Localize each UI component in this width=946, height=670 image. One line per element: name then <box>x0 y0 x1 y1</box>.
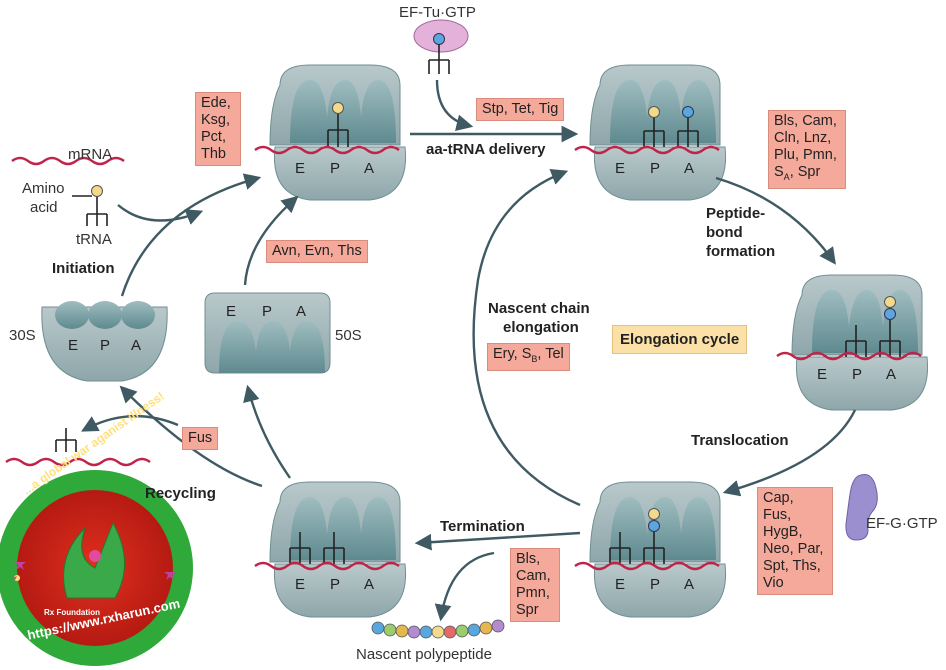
drugs-peptide-bond: Bls, Cam, Cln, Lnz, Plu, Pmn, SA, Spr <box>768 110 846 189</box>
site-p: P <box>650 576 661 593</box>
step-peptide-3: formation <box>706 243 776 260</box>
drugs-initiation: Ede, Ksg, Pct, Thb <box>195 92 241 166</box>
drug-line: Bls, Cam, <box>774 113 837 129</box>
ribosome-translocated <box>589 481 727 618</box>
drug-line: SA, Spr <box>774 164 821 182</box>
drug-line: Thb <box>201 146 226 162</box>
ribosome-peptide-bond <box>791 274 929 411</box>
ef-g-label: EF-G·GTP <box>866 515 938 532</box>
elongation-cycle-label: Elongation cycle <box>612 325 748 354</box>
drug-line: Ksg, <box>201 112 231 128</box>
drug-line: Pct, <box>201 129 226 145</box>
watermark-logo <box>0 470 193 666</box>
ribosome-delivery <box>589 64 727 201</box>
drugs-termination: Bls, Cam, Pmn, Spr <box>510 548 560 622</box>
drugs-delivery: Stp, Tet, Tig <box>476 98 565 121</box>
drug-line: Cln, Lnz, <box>774 130 832 146</box>
step-initiation: Initiation <box>52 260 115 277</box>
site-e: E <box>295 576 306 593</box>
free-trna <box>72 195 108 226</box>
drug-line: Spt, Ths, <box>763 558 821 574</box>
ef-tu-label: EF-Tu·GTP <box>399 4 476 21</box>
amino-acid-ball <box>91 185 103 197</box>
step-aa-trna-delivery: aa-tRNA delivery <box>426 141 546 158</box>
site-e: E <box>615 160 626 177</box>
label-30s: 30S <box>9 327 36 344</box>
cycle-arrows <box>81 79 857 622</box>
drug-line: Bls, <box>516 551 541 567</box>
ribosome-termination <box>269 481 407 618</box>
watermark-org: Rx Foundation <box>44 608 100 617</box>
site-e: E <box>68 337 79 354</box>
site-p: P <box>650 160 661 177</box>
drugs-translocation: Cap, Fus, HygB, Neo, Par, Spt, Ths, Vio <box>757 487 833 595</box>
subunit-30s <box>41 301 168 382</box>
drug-line: Cap, <box>763 490 794 506</box>
site-a: A <box>364 576 375 593</box>
amino-label-1: Amino <box>22 180 65 197</box>
site-e: E <box>295 160 306 177</box>
drugs-recycling: Fus <box>182 427 219 450</box>
drug-line: Ede, <box>201 95 231 111</box>
site-p: P <box>330 576 341 593</box>
site-p: P <box>262 303 273 320</box>
site-e: E <box>817 366 828 383</box>
site-e: E <box>226 303 237 320</box>
released-trna <box>55 428 77 452</box>
step-termination: Termination <box>440 518 525 535</box>
mrna-strands <box>5 145 922 571</box>
step-nascent-2: elongation <box>503 319 579 336</box>
step-nascent-1: Nascent chain <box>488 300 590 317</box>
step-translocation: Translocation <box>691 432 789 449</box>
step-peptide-1: Peptide- <box>706 205 766 222</box>
drug-line: Spr <box>516 602 539 618</box>
site-p: P <box>852 366 863 383</box>
ef-g-shape <box>845 474 878 541</box>
drug-line: Neo, Par, <box>763 541 824 557</box>
drugs-elongation: Ery, SB, Tel <box>487 343 570 371</box>
polypeptide-label: Nascent polypeptide <box>356 646 492 663</box>
site-a: A <box>364 160 375 177</box>
site-a: A <box>684 576 695 593</box>
mrna-label: mRNA <box>68 146 113 163</box>
site-p: P <box>330 160 341 177</box>
drugs-subunit-join: Avn, Evn, Ths <box>266 240 368 263</box>
drug-line: HygB, <box>763 524 803 540</box>
site-a: A <box>131 337 142 354</box>
site-e: E <box>615 576 626 593</box>
site-a: A <box>886 366 897 383</box>
subunit-50s <box>204 292 331 374</box>
step-recycling: Recycling <box>145 485 216 502</box>
drug-line: Plu, Pmn, <box>774 147 837 163</box>
trna-label: tRNA <box>76 231 112 248</box>
polypeptide-beads <box>371 619 505 639</box>
step-peptide-2: bond <box>706 224 743 241</box>
drug-line: Fus, <box>763 507 792 523</box>
amino-label-2: acid <box>30 199 58 216</box>
site-a: A <box>296 303 307 320</box>
site-p: P <box>100 337 111 354</box>
drug-line: Vio <box>763 575 784 591</box>
label-50s: 50S <box>335 327 362 344</box>
drug-line: Pmn, <box>516 585 550 601</box>
site-a: A <box>684 160 695 177</box>
drug-line: Cam, <box>516 568 551 584</box>
ribosome-initiation <box>269 64 407 201</box>
